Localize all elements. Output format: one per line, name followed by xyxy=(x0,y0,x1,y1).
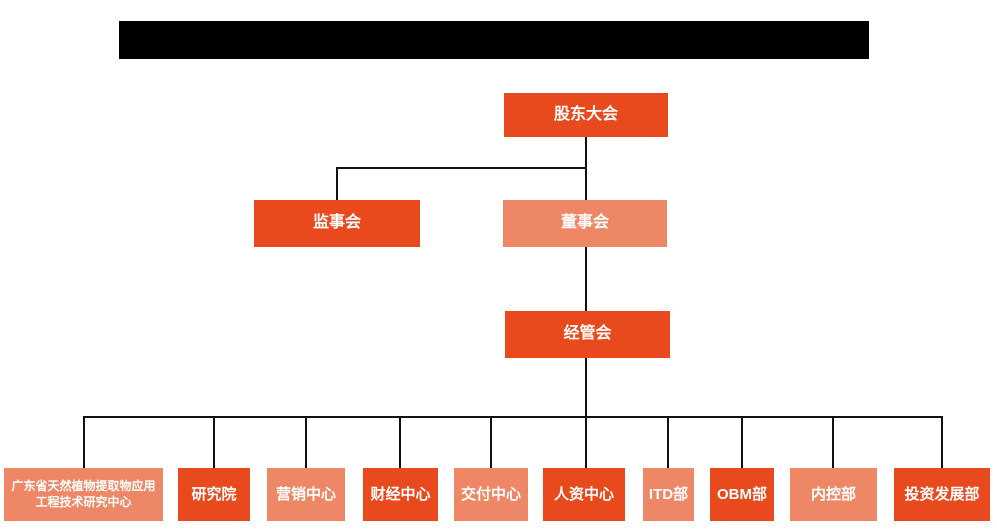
connector-management-down xyxy=(585,358,587,417)
connector-drop-3 xyxy=(305,416,307,468)
node-dept-finance-center: 财经中心 xyxy=(363,468,438,521)
node-dept-research-center: 广东省天然植物提取物应用工程技术研究中心 xyxy=(4,468,163,521)
node-dept-delivery-center: 交付中心 xyxy=(454,468,528,521)
connector-drop-5 xyxy=(490,416,492,468)
node-dept-marketing-center: 营销中心 xyxy=(267,468,345,521)
connector-drop-6 xyxy=(585,416,587,468)
connector-level2-branch xyxy=(336,167,587,169)
connector-drop-9 xyxy=(832,416,834,468)
node-management-committee: 经管会 xyxy=(505,311,670,358)
connector-supervisory-drop xyxy=(336,167,338,200)
connector-drop-2 xyxy=(213,416,215,468)
connector-drop-4 xyxy=(399,416,401,468)
connector-drop-10 xyxy=(941,416,943,468)
connector-drop-7 xyxy=(667,416,669,468)
node-board-of-directors: 董事会 xyxy=(503,200,667,247)
node-dept-itd: ITD部 xyxy=(643,468,694,521)
redacted-title-bar xyxy=(119,21,869,59)
node-dept-internal-control: 内控部 xyxy=(790,468,877,521)
node-dept-investment-development: 投资发展部 xyxy=(894,468,990,521)
node-shareholders-meeting: 股东大会 xyxy=(504,93,668,137)
node-dept-hr-center: 人资中心 xyxy=(543,468,625,521)
connector-drop-8 xyxy=(741,416,743,468)
connector-drop-1 xyxy=(83,416,85,468)
node-dept-research-institute: 研究院 xyxy=(178,468,250,521)
connector-board-to-management xyxy=(585,247,587,311)
node-dept-obm: OBM部 xyxy=(710,468,774,521)
node-supervisory-board: 监事会 xyxy=(254,200,420,247)
connector-departments-branch xyxy=(84,416,943,418)
